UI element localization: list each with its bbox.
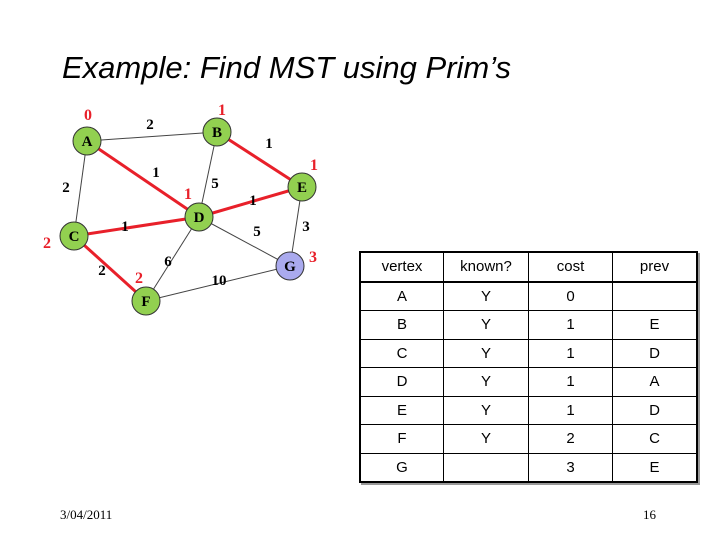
cell-prev: [612, 281, 698, 311]
cell-prev: D: [612, 395, 698, 425]
edge-b-e: [216, 130, 303, 189]
cell-cost: 3: [528, 452, 613, 483]
table-header-row: vertex known? cost prev: [359, 251, 698, 283]
cell-cost: 1: [528, 310, 613, 340]
edge-weight-label: 10: [212, 273, 227, 289]
cell-known: Y: [443, 367, 529, 397]
table-row: D Y 1 A: [359, 367, 698, 397]
node-cost-label: 2: [43, 235, 51, 252]
prim-table: vertex known? cost prev A Y 0 B Y 1 E C …: [359, 251, 698, 483]
node-label: F: [141, 294, 150, 310]
edge-weight-label: 2: [146, 117, 154, 133]
edge-weight-label: 5: [211, 176, 219, 192]
cell-prev: E: [612, 310, 698, 340]
cell-prev: D: [612, 338, 698, 368]
cell-vertex: G: [359, 452, 444, 483]
edge-c-f: [72, 234, 148, 303]
node-label: E: [297, 180, 307, 196]
edge-c-d: [73, 215, 200, 238]
header-prev: prev: [612, 251, 698, 283]
cell-vertex: F: [359, 424, 444, 454]
cell-prev: E: [612, 452, 698, 483]
edge-a-c: [73, 140, 88, 237]
cell-prev: A: [612, 367, 698, 397]
edge-weight-label: 1: [265, 136, 273, 152]
node-e: [287, 172, 317, 202]
node-label: D: [194, 210, 205, 226]
edge-a-d: [86, 139, 200, 219]
header-vertex: vertex: [359, 251, 444, 283]
table-row: C Y 1 D: [359, 338, 698, 368]
page-number: 16: [643, 507, 656, 522]
edge-d-f: [145, 216, 200, 302]
cell-known: Y: [443, 424, 529, 454]
cell-known: Y: [443, 310, 529, 340]
header-cost: cost: [528, 251, 613, 283]
slide-title: Example: Find MST using Prim’s: [62, 50, 512, 85]
edge-f-g: [145, 265, 291, 302]
edge-weight-label: 5: [253, 224, 261, 240]
node-cost-label: 2: [135, 270, 143, 287]
footer-date: 3/04/2011: [60, 507, 113, 522]
node-label: C: [69, 229, 80, 245]
node-cost-label: 1: [184, 186, 192, 203]
table-row: F Y 2 C: [359, 424, 698, 454]
node-cost-label: 1: [310, 157, 318, 174]
table-row: E Y 1 D: [359, 395, 698, 425]
edge-d-e: [198, 185, 303, 219]
node-label: B: [212, 125, 222, 141]
cell-cost: 2: [528, 424, 613, 454]
cell-cost: 0: [528, 281, 613, 311]
cell-vertex: D: [359, 367, 444, 397]
table-row: B Y 1 E: [359, 310, 698, 340]
node-a: [72, 126, 102, 156]
graph-diagram: 2 2 1 5 1 1 2 1 6 5 3 10 A B C D E F G 0 1 2 1 1 2 3: [43, 102, 318, 316]
cell-prev: C: [612, 424, 698, 454]
cell-cost: 1: [528, 395, 613, 425]
node-label: A: [82, 134, 93, 150]
edge-weight-label: 1: [152, 165, 160, 181]
edge-weight-label: 2: [62, 180, 70, 196]
node-g: [275, 251, 305, 281]
cell-known: Y: [443, 395, 529, 425]
edge-a-b: [86, 131, 218, 142]
edge-d-g: [198, 216, 291, 267]
edge-weight-label: 1: [121, 219, 129, 235]
table-row: G 3 E: [359, 452, 698, 483]
node-label: G: [284, 259, 296, 275]
cell-known: Y: [443, 338, 529, 368]
cell-vertex: C: [359, 338, 444, 368]
header-known: known?: [443, 251, 529, 283]
node-f: [131, 286, 161, 316]
cell-cost: 1: [528, 338, 613, 368]
cell-vertex: E: [359, 395, 444, 425]
cell-cost: 1: [528, 367, 613, 397]
node-c: [59, 221, 89, 251]
edge-weight-label: 1: [249, 193, 257, 209]
edge-weight-label: 2: [98, 263, 106, 279]
node-b: [202, 117, 232, 147]
edge-weight-label: 6: [164, 254, 172, 270]
node-d: [184, 202, 214, 232]
table-row: A Y 0: [359, 281, 698, 311]
node-cost-label: 0: [84, 107, 92, 124]
cell-known: [443, 452, 529, 483]
cell-vertex: A: [359, 281, 444, 311]
edge-weight-label: 3: [302, 219, 310, 235]
cell-vertex: B: [359, 310, 444, 340]
node-cost-label: 1: [218, 102, 226, 119]
cell-known: Y: [443, 281, 529, 311]
node-cost-label: 3: [309, 249, 317, 266]
